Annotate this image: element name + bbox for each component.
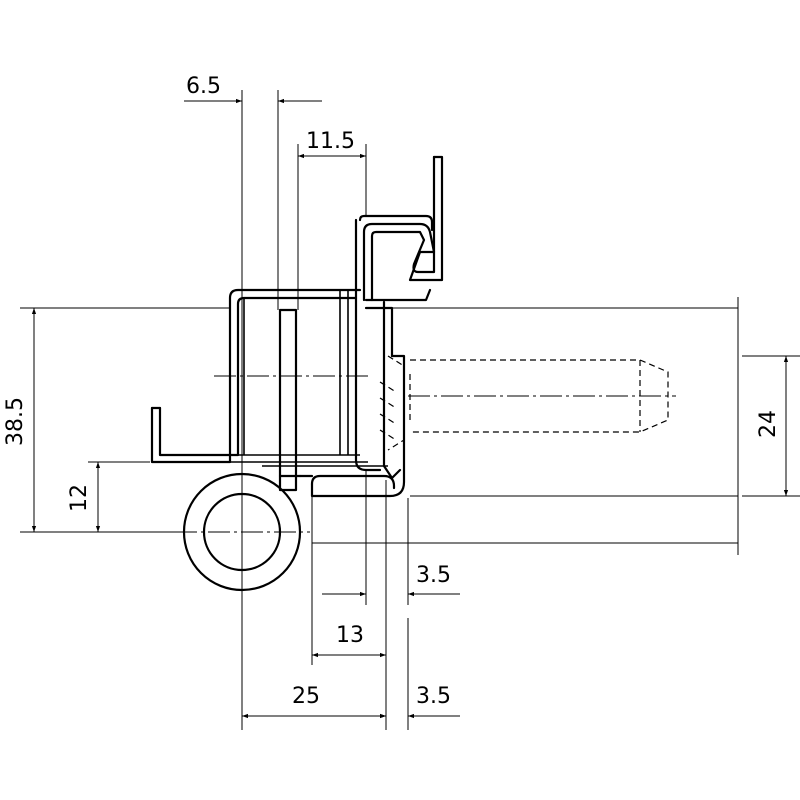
dimension-3-5-lower: 3.5: [350, 684, 460, 719]
dimension-label-11-5: 11.5: [306, 129, 355, 154]
dimension-38-5: 38.5: [3, 308, 37, 532]
frame-hinge-bracket: [150, 288, 370, 492]
dimension-12: 12: [67, 462, 101, 532]
dimension-label-12: 12: [67, 484, 92, 512]
dimension-label-38-5: 38.5: [3, 397, 28, 446]
door-frame-body: [311, 297, 739, 555]
dimension-13: 13: [312, 623, 386, 658]
dimension-label-25: 25: [292, 684, 320, 709]
dimension-label-6-5: 6.5: [186, 74, 221, 99]
dimension-6-5: 6.5: [184, 74, 322, 104]
extension-lines: [20, 90, 800, 730]
door-hinge-bracket: [262, 155, 444, 498]
dimension-24: 24: [756, 356, 789, 496]
fixing-screw-hidden: [379, 355, 676, 451]
dimension-25: 25: [242, 684, 386, 719]
dimension-label-24: 24: [756, 410, 781, 438]
dimension-label-3-5-upper: 3.5: [416, 563, 451, 588]
dimension-3-5-upper: 3.5: [322, 563, 460, 597]
dimension-label-3-5-lower: 3.5: [416, 684, 451, 709]
dimension-11-5: 11.5: [298, 129, 366, 159]
dimension-label-13: 13: [336, 623, 364, 648]
